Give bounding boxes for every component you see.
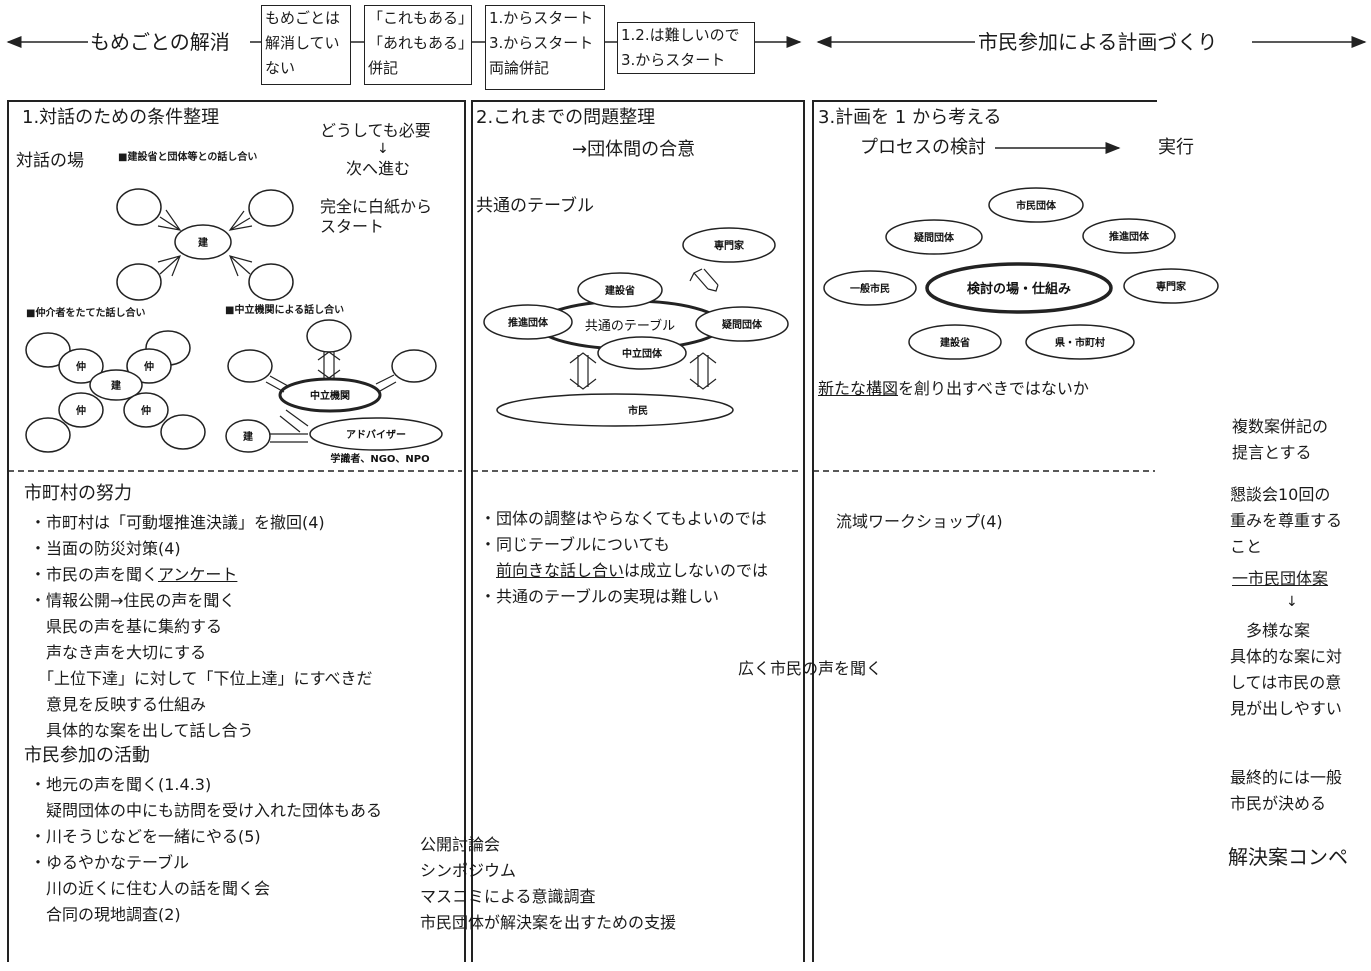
col3-title: 3.計画を 1 から考える xyxy=(818,107,1002,128)
right-r1: 複数案併記の 提言とする xyxy=(1232,417,1329,462)
d2-med-3: 仲 xyxy=(76,404,86,417)
right-r3: 一市民団体案 xyxy=(1232,569,1329,588)
stage-box-1: もめごとは 解消してい ない xyxy=(261,5,351,85)
c2-node-doubt: 疑問団体 xyxy=(722,318,763,331)
col1-note-next: 次へ進む xyxy=(346,159,411,178)
d3-advisor-label: アドバイザー xyxy=(346,429,406,441)
activity-item: ・川そうじなどを一緒にやる(5) xyxy=(30,827,261,846)
c2-node-ministry: 建設省 xyxy=(604,284,635,297)
stage-box-2: 「これもある」 「あれもある」 併記 xyxy=(364,5,473,85)
stage-box-3: 1.からスタート 3.からスタート 両論併記 xyxy=(485,5,605,90)
c3-node-ministry: 建設省 xyxy=(939,336,970,349)
d3-neutral-label: 中立機関 xyxy=(310,389,350,402)
top-right-label: 市民参加による計画づくり xyxy=(978,30,1218,54)
effort-list: ・市町村は「可動堰推進決議」を撤回(4) ・当面の防災対策(4) ・市民の声を聞… xyxy=(30,510,455,744)
effort-item: 具体的な案を出して話し合う xyxy=(30,721,254,740)
col3-wide: 広く市民の声を聞く xyxy=(738,659,883,678)
c3-node-pref: 県・市町村 xyxy=(1055,336,1105,349)
effort-item: 県民の声を基に集約する xyxy=(30,617,223,636)
panel-3-frame xyxy=(812,100,1157,962)
activity-item: 合同の現地調査(2) xyxy=(30,905,181,924)
col3-process: プロセスの検討 xyxy=(860,137,986,158)
effort-item: 「上位下達」に対して「下位上達」にすべきだ xyxy=(30,669,373,688)
effort-item: ・市町村は「可動堰推進決議」を撤回(4) xyxy=(30,513,325,532)
c3-node-general: 一般市民 xyxy=(850,282,890,295)
c2-node-neutral: 中立団体 xyxy=(622,347,663,360)
col2-diagram: 専門家 建設省 推進団体 疑問団体 中立団体 市民 共通のテーブル xyxy=(483,227,789,427)
top-left-label: もめごとの解消 xyxy=(90,30,230,54)
right-r4: 多様な案 具体的な案に対 しては市民の意 見が出しやすい xyxy=(1230,621,1343,718)
col2-items: ・団体の調整はやらなくてもよいのでは ・同じテーブルについても 前向きな話し合い… xyxy=(480,506,800,610)
process-arrow xyxy=(995,142,1121,154)
col2-bottom-item: シンポジウム xyxy=(420,861,517,880)
effort-item: ・当面の防災対策(4) xyxy=(30,539,181,558)
c2-node-center: 共通のテーブル xyxy=(585,318,675,334)
activity-item: 疑問団体の中にも訪問を受け入れた団体もある xyxy=(30,801,383,820)
c3-node-center: 検討の場・仕組み xyxy=(967,281,1071,297)
col2-item: ・団体の調整はやらなくてもよいのでは xyxy=(480,509,767,528)
col2-table-label: 共通のテーブル xyxy=(476,196,594,216)
right-r6: 解決案コンペ xyxy=(1228,845,1348,869)
col3-diagram: 市民団体 疑問団体 推進団体 一般市民 専門家 建設省 県・市町村 検討の場・仕… xyxy=(823,187,1219,360)
d3-ken-label: 建 xyxy=(242,430,254,443)
col1-diagrams: 建 建 仲 仲 仲 仲 中立機関 建 アドバイザー 学識者、NGO、NPO xyxy=(25,188,443,465)
col2-item: 前向きな話し合いは成立しないのでは xyxy=(496,561,769,580)
col3-workshop: 流域ワークショップ(4) xyxy=(836,512,1003,531)
col1-note-arrow: ↓ xyxy=(377,141,389,157)
activity-list: ・地元の声を聞く(1.4.3) 疑問団体の中にも訪問を受け入れた団体もある ・川… xyxy=(30,772,455,928)
activity-title: 市民参加の活動 xyxy=(24,745,150,766)
effort-title: 市町村の努力 xyxy=(24,483,132,504)
d2-med-1: 仲 xyxy=(76,360,86,373)
col2-bottom-item: 公開討論会 xyxy=(420,835,501,854)
activity-item: 川の近くに住む人の話を聞く会 xyxy=(30,879,271,898)
d2-med-4: 仲 xyxy=(141,404,151,417)
right-r3-arrow: ↓ xyxy=(1286,594,1298,610)
activity-item: ・地元の声を聞く(1.4.3) xyxy=(30,775,212,794)
col1-note-blank: 完全に白紙から スタート xyxy=(320,197,433,236)
col2-bottom-list: 公開討論会 シンポジウム マスコミによる意識調査 市民団体が解決案を出すための支… xyxy=(420,832,780,936)
panel-1-frame xyxy=(7,100,466,962)
effort-item: 意見を反映する仕組み xyxy=(30,695,207,714)
col1-note-need: どうしても必要 xyxy=(320,121,431,140)
col2-item: ・同じテーブルについても xyxy=(480,535,670,554)
d2-med-2: 仲 xyxy=(144,360,154,373)
right-r5: 最終的には一般 市民が決める xyxy=(1230,768,1343,813)
d3-caption: ■中立機関による話し合い xyxy=(225,305,345,316)
col2-bottom-item: 市民団体が解決案を出すための支援 xyxy=(420,913,677,932)
c2-node-expert: 専門家 xyxy=(714,239,745,252)
effort-item: 声なき声を大切にする xyxy=(30,643,207,662)
effort-underlined: アンケート xyxy=(158,565,238,584)
col1-title: 1.対話のための条件整理 xyxy=(22,107,220,128)
panel-2-frame xyxy=(471,100,805,962)
effort-item: ・情報公開→住民の声を聞く xyxy=(30,591,236,610)
col1-place-label: 対話の場 xyxy=(16,151,84,171)
col2-item: ・共通のテーブルの実現は難しい xyxy=(480,587,720,606)
d2-caption: ■仲介者をたてた話し合い xyxy=(26,308,146,319)
c3-node-promote: 推進団体 xyxy=(1109,230,1150,243)
effort-item: ・市民の声を聞くアンケート xyxy=(30,565,238,584)
col2-subtitle: →団体間の合意 xyxy=(572,139,696,160)
d3-note: 学識者、NGO、NPO xyxy=(330,452,429,465)
c3-node-expert: 専門家 xyxy=(1156,280,1187,293)
d1-caption: ■建設省と団体等との話し合い xyxy=(118,152,258,163)
col3-exec: 実行 xyxy=(1158,137,1194,158)
c2-node-citizens: 市民 xyxy=(628,404,648,417)
dashed-divider xyxy=(8,470,1155,472)
col2-bottom-item: マスコミによる意識調査 xyxy=(420,887,596,906)
top-arrows xyxy=(6,36,1367,48)
right-r2: 懇談会10回の 重みを尊重する こと xyxy=(1230,485,1343,556)
activity-item: ・ゆるやかなテーブル xyxy=(30,853,190,872)
col3-new-structure: 新たな構図を創り出すべきではないか xyxy=(818,379,1089,398)
col3-new-structure-u: 新たな構図 xyxy=(818,379,899,398)
c3-node-citizen-org: 市民団体 xyxy=(1016,199,1057,212)
col2-underlined: 前向きな話し合い xyxy=(496,561,625,580)
d2-center-label: 建 xyxy=(110,379,122,392)
stage-box-4: 1.2.は難しいので 3.からスタート xyxy=(617,22,755,74)
col2-title: 2.これまでの問題整理 xyxy=(476,107,656,128)
c3-node-doubt: 疑問団体 xyxy=(914,231,955,244)
c2-node-promote: 推進団体 xyxy=(508,316,549,329)
d1-center-label: 建 xyxy=(197,236,209,249)
